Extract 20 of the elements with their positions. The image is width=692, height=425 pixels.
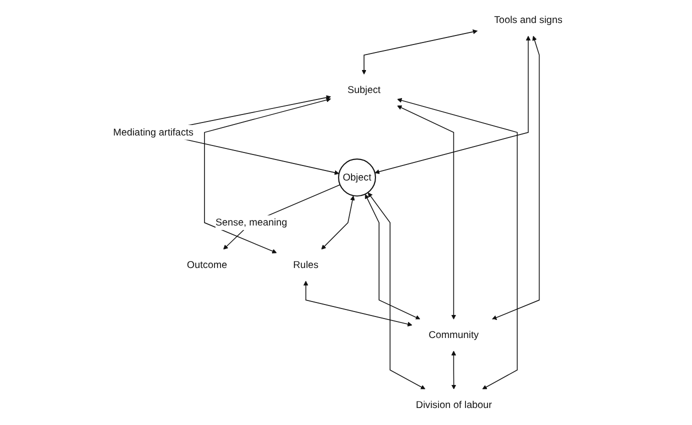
arrow [492,36,540,320]
node-text: Outcome [186,259,228,270]
node-text: Rules [293,259,318,270]
node-text: Subject [348,84,381,96]
arrow [204,98,331,254]
arrow [451,350,456,390]
arrow [368,192,426,390]
node-text: Community [428,329,479,340]
arrow [397,105,456,320]
arrow [321,196,355,250]
node-text: Division of labour [416,399,492,410]
edge-label: Mediating artifacts [113,126,194,138]
arrow [374,36,531,174]
node-text: Tools and signs [494,14,562,26]
node-circle [338,158,376,197]
arrow [362,29,478,75]
arrow [303,280,412,327]
arrow [397,98,518,390]
edge-label: Sense, meaning [216,216,288,228]
arrow [364,194,420,320]
